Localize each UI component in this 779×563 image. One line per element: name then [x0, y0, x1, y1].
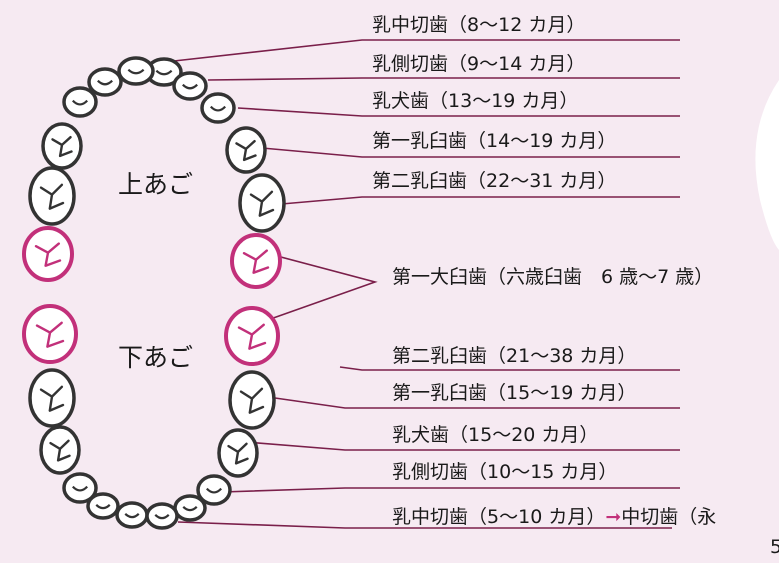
leader-line-8	[221, 487, 680, 493]
upper-jaw-label: 上あご	[118, 170, 194, 199]
baby-tooth-4	[62, 86, 98, 118]
baby-tooth-2	[87, 67, 123, 97]
upper-canine-label: 乳犬歯（13～19 カ月）	[372, 90, 579, 112]
first-molar-bracket	[261, 251, 378, 323]
baby-tooth-21	[173, 494, 207, 522]
baby-tooth-20	[86, 492, 120, 520]
first-molar-tooth-13	[224, 306, 280, 366]
leader-line-6	[274, 397, 680, 409]
background-bubble	[755, 80, 779, 250]
baby-tooth-18	[62, 472, 98, 504]
baby-tooth-6	[41, 122, 83, 170]
successor-sublabel: 5	[770, 536, 779, 558]
leader-line-5	[339, 366, 680, 371]
leader-line-0	[164, 39, 680, 63]
leader-lines	[164, 39, 779, 529]
first-molar-tooth-10	[22, 226, 74, 282]
baby-tooth-23	[145, 502, 179, 530]
baby-tooth-7	[225, 126, 267, 174]
lower-canine-label: 乳犬歯（15～20 カ月）	[392, 424, 599, 446]
baby-tooth-9	[238, 173, 286, 233]
leader-line-9	[177, 521, 672, 529]
successor-arrow: ➞	[605, 506, 622, 528]
first-molar-tooth-11	[230, 233, 282, 289]
dental-arch	[22, 56, 286, 530]
lower-central-incisor-label: 乳中切歯（5～10 カ月）➞中切歯（永	[392, 506, 717, 528]
baby-tooth-8	[28, 166, 76, 226]
baby-tooth-15	[228, 370, 276, 430]
lower-first-molar-label: 第一乳臼歯（15～19 カ月）	[392, 382, 637, 404]
leader-line-2	[237, 107, 680, 117]
lower-second-molar-label: 第二乳臼歯（21～38 カ月）	[392, 345, 637, 367]
baby-tooth-3	[172, 71, 208, 101]
upper-first-molar-label: 第一乳臼歯（14～19 カ月）	[372, 130, 617, 152]
leader-line-4	[269, 196, 680, 206]
leader-line-1	[207, 77, 680, 81]
lower-jaw-label: 下あご	[118, 343, 194, 372]
baby-tooth-22	[115, 501, 149, 529]
first-permanent-molar-label: 第一大臼歯（六歳臼歯 6 歳～7 歳）	[392, 266, 714, 288]
baby-tooth-17	[217, 428, 259, 478]
baby-tooth-1	[117, 56, 155, 86]
first-molar-tooth-12	[22, 304, 78, 364]
baby-tooth-14	[28, 368, 76, 428]
upper-second-molar-label: 第二乳臼歯（22～31 カ月）	[372, 170, 617, 192]
baby-tooth-5	[200, 92, 236, 124]
leader-line-3	[261, 147, 680, 158]
baby-tooth-19	[196, 474, 232, 506]
successor-label: 中切歯（永	[621, 506, 717, 528]
lower-lateral-incisor-label: 乳側切歯（10～15 カ月）	[392, 461, 618, 483]
baby-tooth-16	[39, 425, 81, 475]
upper-lateral-incisor-label: 乳側切歯（9～14 カ月）	[372, 53, 586, 75]
leader-line-7	[244, 441, 680, 451]
upper-central-incisor-label: 乳中切歯（8～12 カ月）	[372, 14, 586, 36]
